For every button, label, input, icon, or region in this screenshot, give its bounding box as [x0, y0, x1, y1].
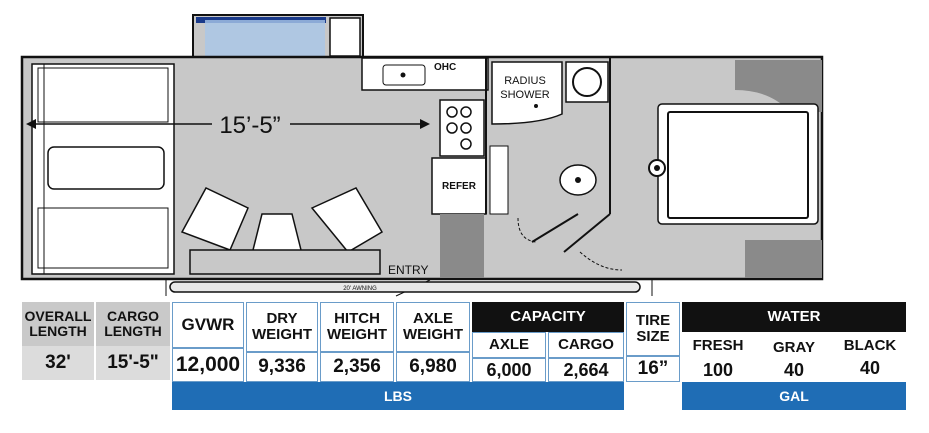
dry-weight-label: DRY WEIGHT — [246, 302, 318, 352]
water-fresh-value: 100 — [702, 359, 734, 380]
gvwr-value: 12,000 — [172, 348, 244, 382]
refer-label: REFER — [442, 181, 477, 192]
shower-label: RADIUS — [504, 75, 546, 87]
cargo-length-value: 15'-5" — [96, 346, 170, 380]
capacity-cargo-value: 2,664 — [548, 358, 624, 382]
lounge-chairs — [180, 187, 384, 275]
front-bed — [31, 63, 175, 275]
ohc-label: OHC — [434, 62, 456, 73]
kitchen-sink: OHC — [361, 57, 489, 91]
capacity-cargo-label: CARGO — [548, 332, 624, 358]
axle-weight-label: AXLE WEIGHT — [396, 302, 470, 352]
water-gray-value: 40 — [783, 359, 805, 380]
cooktop — [439, 99, 485, 157]
refrigerator: REFER — [431, 157, 487, 278]
axle-weight-value: 6,980 — [396, 352, 470, 382]
rear-bedroom — [648, 60, 822, 278]
dry-weight-value: 9,336 — [246, 352, 318, 382]
overall-length-value: 32' — [22, 346, 94, 380]
capacity-axle-value: 6,000 — [472, 358, 546, 382]
shower-label-2: SHOWER — [500, 89, 550, 101]
water-header: WATER — [682, 302, 906, 332]
hitch-weight-label: HITCH WEIGHT — [320, 302, 394, 352]
hitch-weight-value: 2,356 — [320, 352, 394, 382]
capacity-axle-label: AXLE — [472, 332, 546, 358]
capacity-header: CAPACITY — [472, 302, 624, 332]
floorplan-diagram: 15’-5” OHC REFER RADIUS SHOWER — [20, 14, 824, 297]
tire-size-value: 16” — [626, 356, 680, 382]
awning: 20' AWNING — [165, 279, 653, 296]
water-black-label: BLACK — [843, 337, 897, 355]
overall-length-label: OVERALL LENGTH — [22, 302, 94, 346]
tire-size-label: TIRE SIZE — [626, 302, 680, 356]
cargo-length-label: CARGO LENGTH — [96, 302, 170, 346]
gal-unit-bar: GAL — [682, 382, 906, 410]
water-fresh-label: FRESH — [692, 337, 744, 355]
awning-label: 20' AWNING — [343, 286, 377, 292]
dimension-line: 15’-5” — [26, 112, 430, 139]
water-gray-label: GRAY — [773, 339, 815, 357]
dimension-label: 15’-5” — [219, 112, 280, 139]
water-black-value: 40 — [859, 357, 881, 378]
lbs-unit-bar: LBS — [172, 382, 624, 410]
bathroom: RADIUS SHOWER — [485, 57, 623, 271]
entry-label: ENTRY — [388, 263, 428, 277]
slide-out — [192, 14, 364, 58]
gvwr-label: GVWR — [172, 302, 244, 348]
